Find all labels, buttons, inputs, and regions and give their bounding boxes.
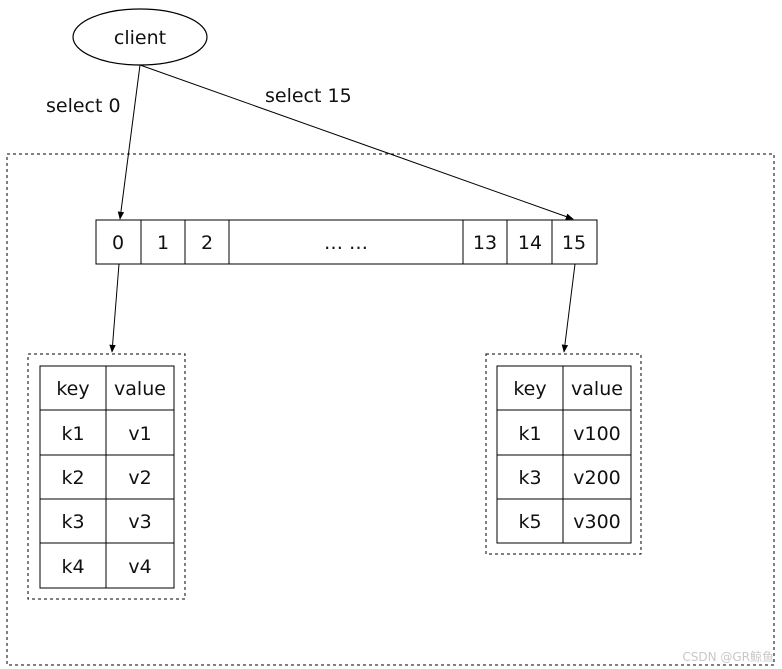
- table-cell: v2: [128, 467, 151, 489]
- table-header-value: value: [571, 378, 623, 400]
- db-index-row: 0 1 2 … … 13 14 15: [95, 219, 598, 265]
- arrow-db0-to-table: [109, 263, 120, 353]
- table-cell: k3: [518, 467, 541, 489]
- kv-table-db0: key value k1 v1 k2 v2 k3 v3 k4 v4: [39, 365, 175, 589]
- table-cell: k4: [61, 556, 84, 578]
- table-header-key: key: [56, 378, 89, 400]
- watermark: CSDN @GR鲸鱼: [682, 650, 774, 664]
- table-cell: k1: [61, 423, 84, 445]
- server-container: [6, 153, 775, 666]
- kv-table-db15: key value k1 v100 k3 v200 k5 v300: [496, 365, 632, 544]
- keyspace-db0: key value k1 v1 k2 v2 k3 v3 k4 v4: [27, 353, 186, 600]
- table-cell: k3: [61, 511, 84, 533]
- table-cell: k5: [518, 511, 541, 533]
- db-slot-14: 14: [518, 232, 542, 254]
- arrow-db15-to-table: [561, 263, 576, 353]
- select-0-label: select 0: [46, 95, 121, 117]
- table-cell: v200: [573, 467, 621, 489]
- table-cell: k1: [518, 423, 541, 445]
- db-slot-1: 1: [157, 232, 169, 254]
- client-label: client: [114, 27, 166, 49]
- table-cell: v3: [128, 511, 151, 533]
- arrow-select-0: [117, 64, 141, 220]
- table-cell: v1: [128, 423, 151, 445]
- table-header-value: value: [114, 378, 166, 400]
- db-slot-2: 2: [201, 232, 213, 254]
- arrow-select-15: [139, 64, 574, 220]
- table-cell: v4: [128, 556, 151, 578]
- table-cell: v100: [573, 423, 621, 445]
- table-cell: k2: [61, 467, 84, 489]
- db-slot-ellipsis: … …: [324, 232, 368, 254]
- select-15-label: select 15: [265, 85, 352, 107]
- table-cell: v300: [573, 511, 621, 533]
- table-header-key: key: [513, 378, 546, 400]
- db-slot-0: 0: [112, 232, 124, 254]
- keyspace-db15: key value k1 v100 k3 v200 k5 v300: [485, 353, 642, 555]
- db-slot-13: 13: [473, 232, 497, 254]
- db-slot-15: 15: [562, 232, 586, 254]
